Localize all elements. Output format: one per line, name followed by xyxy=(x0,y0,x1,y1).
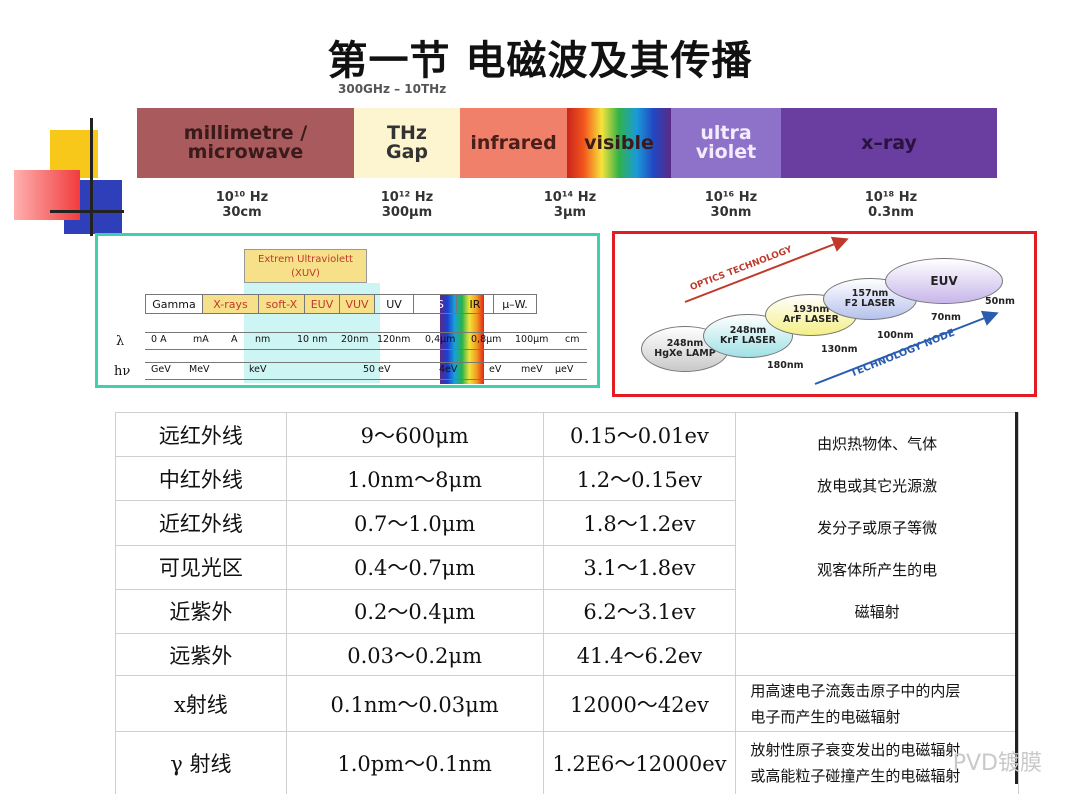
cell-note-xray: 用高速电子流轰击原子中的内层 电子而产生的电磁辐射 xyxy=(735,675,1019,732)
xuv-label: Extrem Ultraviolett (XUV) xyxy=(244,249,367,283)
band-microwave: millimetre / microwave xyxy=(137,108,354,178)
cell-name: γ 射线 xyxy=(115,731,287,794)
top-range-label: 300GHz – 10THz xyxy=(338,82,447,96)
page-title: 第一节 电磁波及其传播 xyxy=(327,38,753,84)
cell-note-empty xyxy=(735,633,1019,676)
watermark: PVD镀膜 xyxy=(952,751,1042,776)
band-thz-gap: THz Gap xyxy=(354,108,460,178)
cat-gamma: Gamma xyxy=(145,294,203,314)
cell-name: 可见光区 xyxy=(115,544,287,590)
decorative-logo xyxy=(14,118,124,236)
table-right-rule xyxy=(1015,412,1018,784)
cell-energy: 41.4～6.2ev xyxy=(543,633,737,676)
cell-energy: 1.2E6～12000ev xyxy=(543,731,737,794)
cat-xrays: X-rays xyxy=(202,294,259,314)
table-row: 可见光区 0.4～0.7μm 3.1～1.8ev xyxy=(115,544,1019,590)
cat-euv: EUV xyxy=(304,294,340,314)
node-70nm: 70nm xyxy=(931,312,961,323)
table-row: 中红外线 1.0nm～8μm 1.2～0.15ev xyxy=(115,456,1019,501)
cell-wavelength: 0.2～0.4μm xyxy=(286,588,544,634)
cell-wavelength: 0.1nm～0.03μm xyxy=(286,675,544,732)
cell-note-gamma: 放射性原子衰变发出的电磁辐射 或高能粒子碰撞产生的电磁辐射 xyxy=(735,731,1019,794)
technology-arrows xyxy=(684,236,999,385)
band-ultraviolet: ultra violet xyxy=(671,108,781,178)
cell-energy: 0.15～0.01ev xyxy=(543,411,737,457)
cell-wavelength: 9～600μm xyxy=(286,411,544,457)
cat-vuv: VUV xyxy=(339,294,375,314)
cell-note-optical: 由炽热物体、气体 放电或其它光源激 发分子或原子等微 观客体所产生的电 磁辐射 xyxy=(735,412,1019,634)
table-row: 近红外线 0.7～1.0μm 1.8～1.2ev xyxy=(115,500,1019,546)
cell-energy: 6.2～3.1ev xyxy=(543,588,737,634)
table-row: x射线 0.1nm～0.03μm 12000～42ev 用高速电子流轰击原子中的… xyxy=(115,675,1019,732)
cell-name: 近红外线 xyxy=(115,500,287,546)
cat-uv: UV xyxy=(374,294,414,314)
wavelength-scale: 0 A mA A nm 10 nm 20nm 120nm 0,4μm 0,8μm… xyxy=(145,332,587,350)
cat-softx: soft-X xyxy=(258,294,305,314)
energy-scale: GeV MeV keV 50 eV 4eV eV meV μeV xyxy=(145,362,587,380)
lambda-symbol: λ xyxy=(116,334,125,349)
table-row: 近紫外 0.2～0.4μm 6.2～3.1ev xyxy=(115,588,1019,634)
hv-symbol: hν xyxy=(114,364,131,379)
table-row: γ 射线 1.0pm～0.1nm 1.2E6～12000ev 放射性原子衰变发出… xyxy=(115,731,1019,794)
cell-wavelength: 1.0pm～0.1nm xyxy=(286,731,544,794)
cell-energy: 12000～42ev xyxy=(543,675,737,732)
node-100nm: 100nm xyxy=(877,330,914,341)
cat-vis: VIS xyxy=(413,294,457,314)
cell-energy: 1.2～0.15ev xyxy=(543,456,737,501)
category-row: Gamma X-rays soft-X EUV VUV UV VIS IR μ–… xyxy=(145,294,537,314)
cell-name: 中红外线 xyxy=(115,456,287,501)
table-row: 远红外线 9～600μm 0.15～0.01ev 由炽热物体、气体 放电或其它光… xyxy=(115,411,1019,634)
cat-microwave: μ–W. xyxy=(493,294,537,314)
cell-energy: 1.8～1.2ev xyxy=(543,500,737,546)
cell-name: x射线 xyxy=(115,675,287,732)
em-wave-table: 远红外线 9～600μm 0.15～0.01ev 由炽热物体、气体 放电或其它光… xyxy=(115,411,1019,794)
cell-wavelength: 0.4～0.7μm xyxy=(286,544,544,590)
optics-technology-panel: OPTICS TECHNOLOGY TECHNOLOGY NODE 248nm … xyxy=(612,231,1037,397)
cat-ir: IR xyxy=(456,294,494,314)
band-xray: x–ray xyxy=(781,108,997,178)
node-180nm: 180nm xyxy=(767,360,804,371)
cell-energy: 3.1～1.8ev xyxy=(543,544,737,590)
cell-name: 远红外线 xyxy=(115,411,287,457)
cell-wavelength: 0.7～1.0μm xyxy=(286,500,544,546)
node-50nm: 50nm xyxy=(985,296,1015,307)
cell-wavelength: 1.0nm～8μm xyxy=(286,456,544,501)
cell-name: 近紫外 xyxy=(115,588,287,634)
visible-strip xyxy=(440,294,484,384)
cell-wavelength: 0.03～0.2μm xyxy=(286,633,544,676)
band-infrared: infrared xyxy=(460,108,567,178)
table-row: 远紫外 0.03～0.2μm 41.4～6.2ev xyxy=(115,633,1019,676)
xuv-spectrum-panel: Extrem Ultraviolett (XUV) Gamma X-rays s… xyxy=(95,233,600,388)
node-130nm: 130nm xyxy=(821,344,858,355)
band-visible: visible xyxy=(567,108,671,178)
laser-euv: EUV xyxy=(885,258,1003,304)
cell-name: 远紫外 xyxy=(115,633,287,676)
